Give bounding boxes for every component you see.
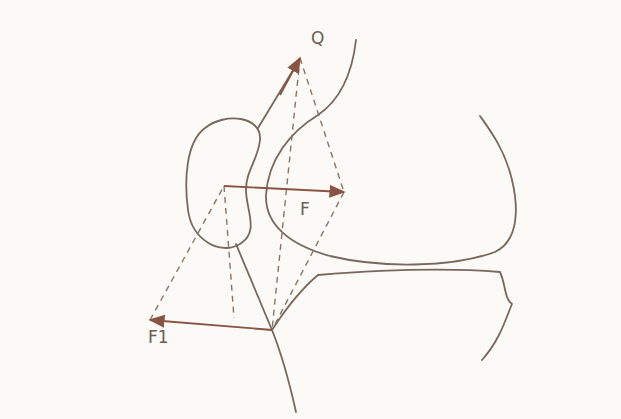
force-label: F — [300, 201, 310, 218]
tibia-outline — [318, 270, 512, 360]
patellar-tendon — [236, 244, 272, 330]
force-vector-f — [224, 186, 344, 192]
dashed-construction-line — [272, 58, 300, 330]
dashed-construction-line — [272, 192, 344, 330]
force-label: F1 — [148, 329, 169, 346]
femur-outline — [266, 40, 516, 265]
patella — [186, 118, 260, 248]
dashed-construction-line — [150, 186, 224, 320]
force-label: Q — [311, 30, 324, 47]
tibia-front — [272, 275, 318, 412]
force-vector-q — [280, 58, 300, 95]
dashed-construction-line — [300, 58, 344, 192]
dashed-construction-line — [224, 186, 234, 318]
